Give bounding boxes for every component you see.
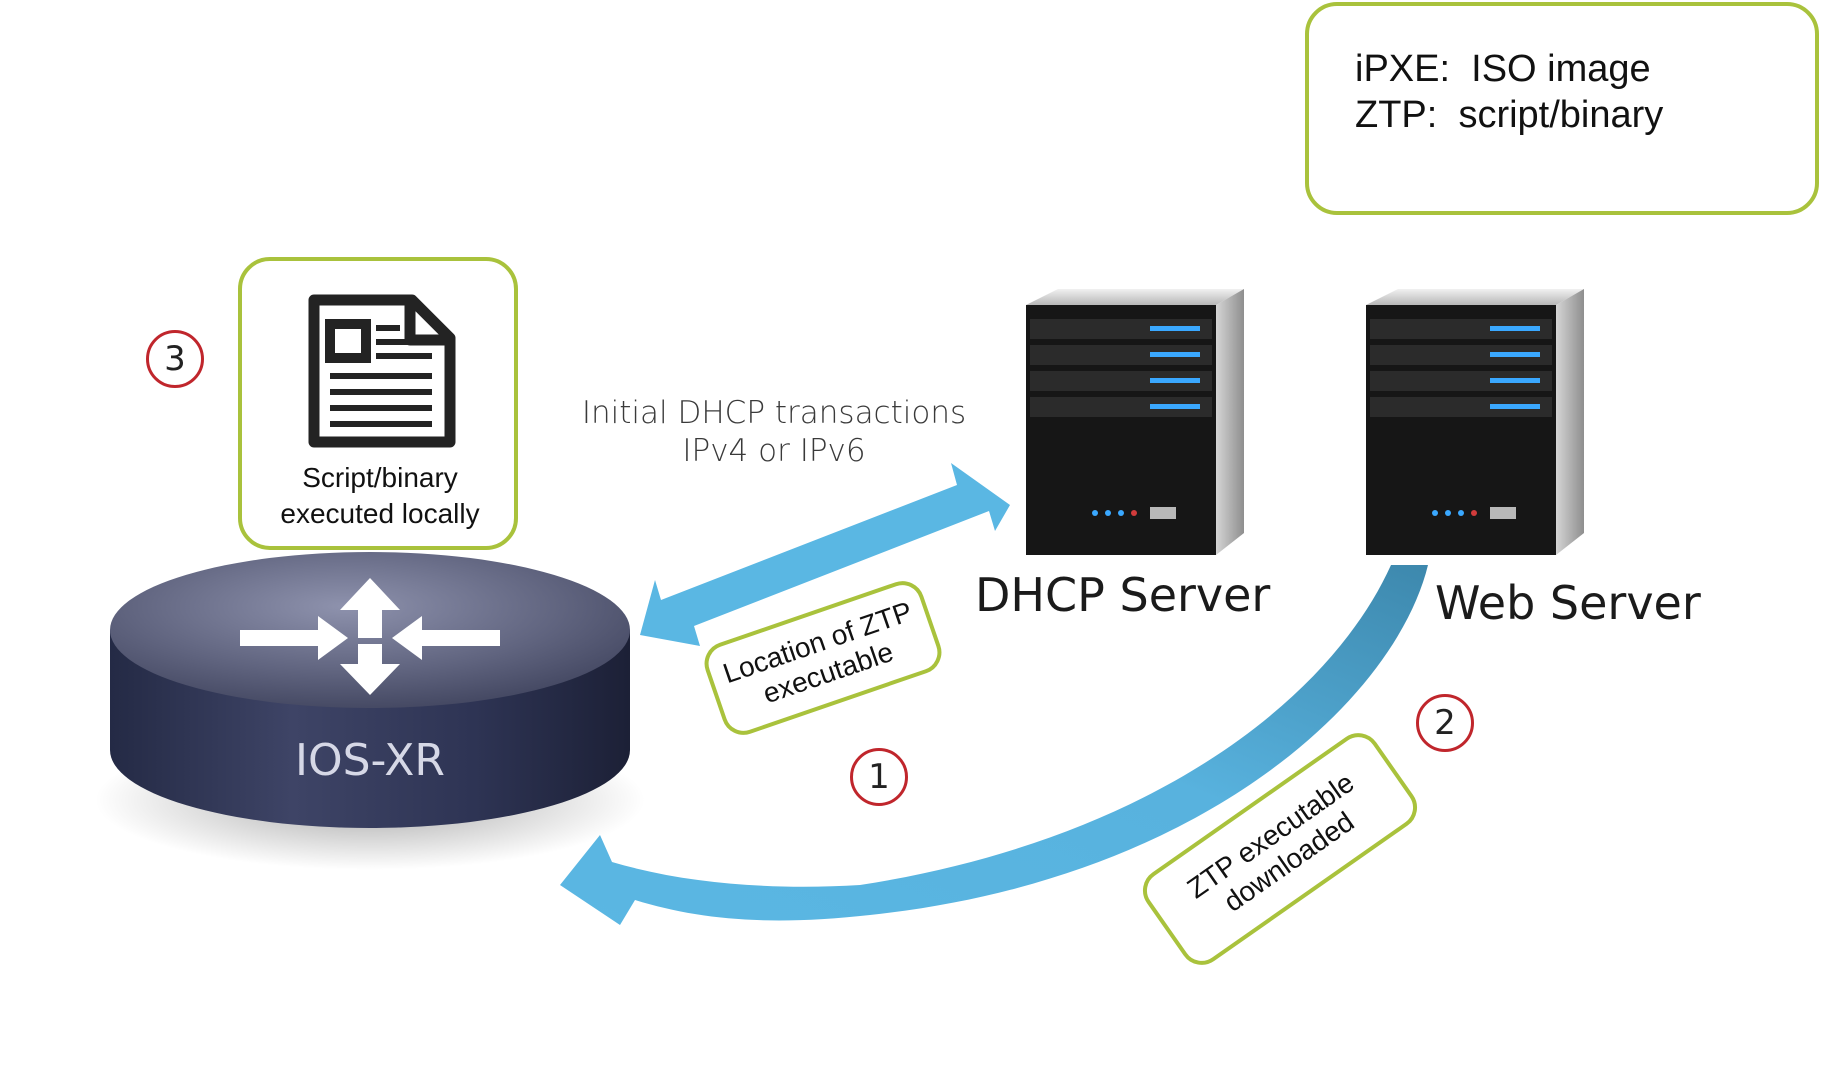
legend-box [1305, 2, 1819, 215]
dhcp-server-icon [1026, 289, 1244, 555]
script-caption-line1: Script/binary [302, 462, 458, 493]
step-1-marker: 1 [850, 748, 908, 806]
router-icon [95, 552, 645, 870]
dhcp-ip-version-text: IPv4 or IPv6 [682, 433, 866, 469]
step-2-marker: 2 [1416, 694, 1474, 752]
step-2-number: 2 [1434, 703, 1456, 743]
dhcp-server-label: DHCP Server [975, 568, 1271, 622]
script-caption: Script/binary executed locally [240, 460, 520, 533]
step-1-number: 1 [868, 757, 890, 797]
legend-ipxe: iPXE: ISO image [1355, 48, 1651, 90]
download-curve-arrow [560, 565, 1428, 925]
step-3-number: 3 [164, 339, 186, 379]
document-icon [308, 294, 456, 448]
legend-ztp: ZTP: script/binary [1355, 94, 1664, 136]
web-server-icon [1366, 289, 1584, 555]
script-box [238, 257, 518, 550]
step-3-marker: 3 [146, 330, 204, 388]
dhcp-transactions-text: Initial DHCP transactions [581, 395, 967, 431]
router-label: IOS-XR [295, 735, 445, 786]
dhcp-double-arrow [640, 463, 1010, 646]
script-caption-line2: executed locally [280, 498, 480, 530]
web-server-label: Web Server [1435, 576, 1701, 630]
